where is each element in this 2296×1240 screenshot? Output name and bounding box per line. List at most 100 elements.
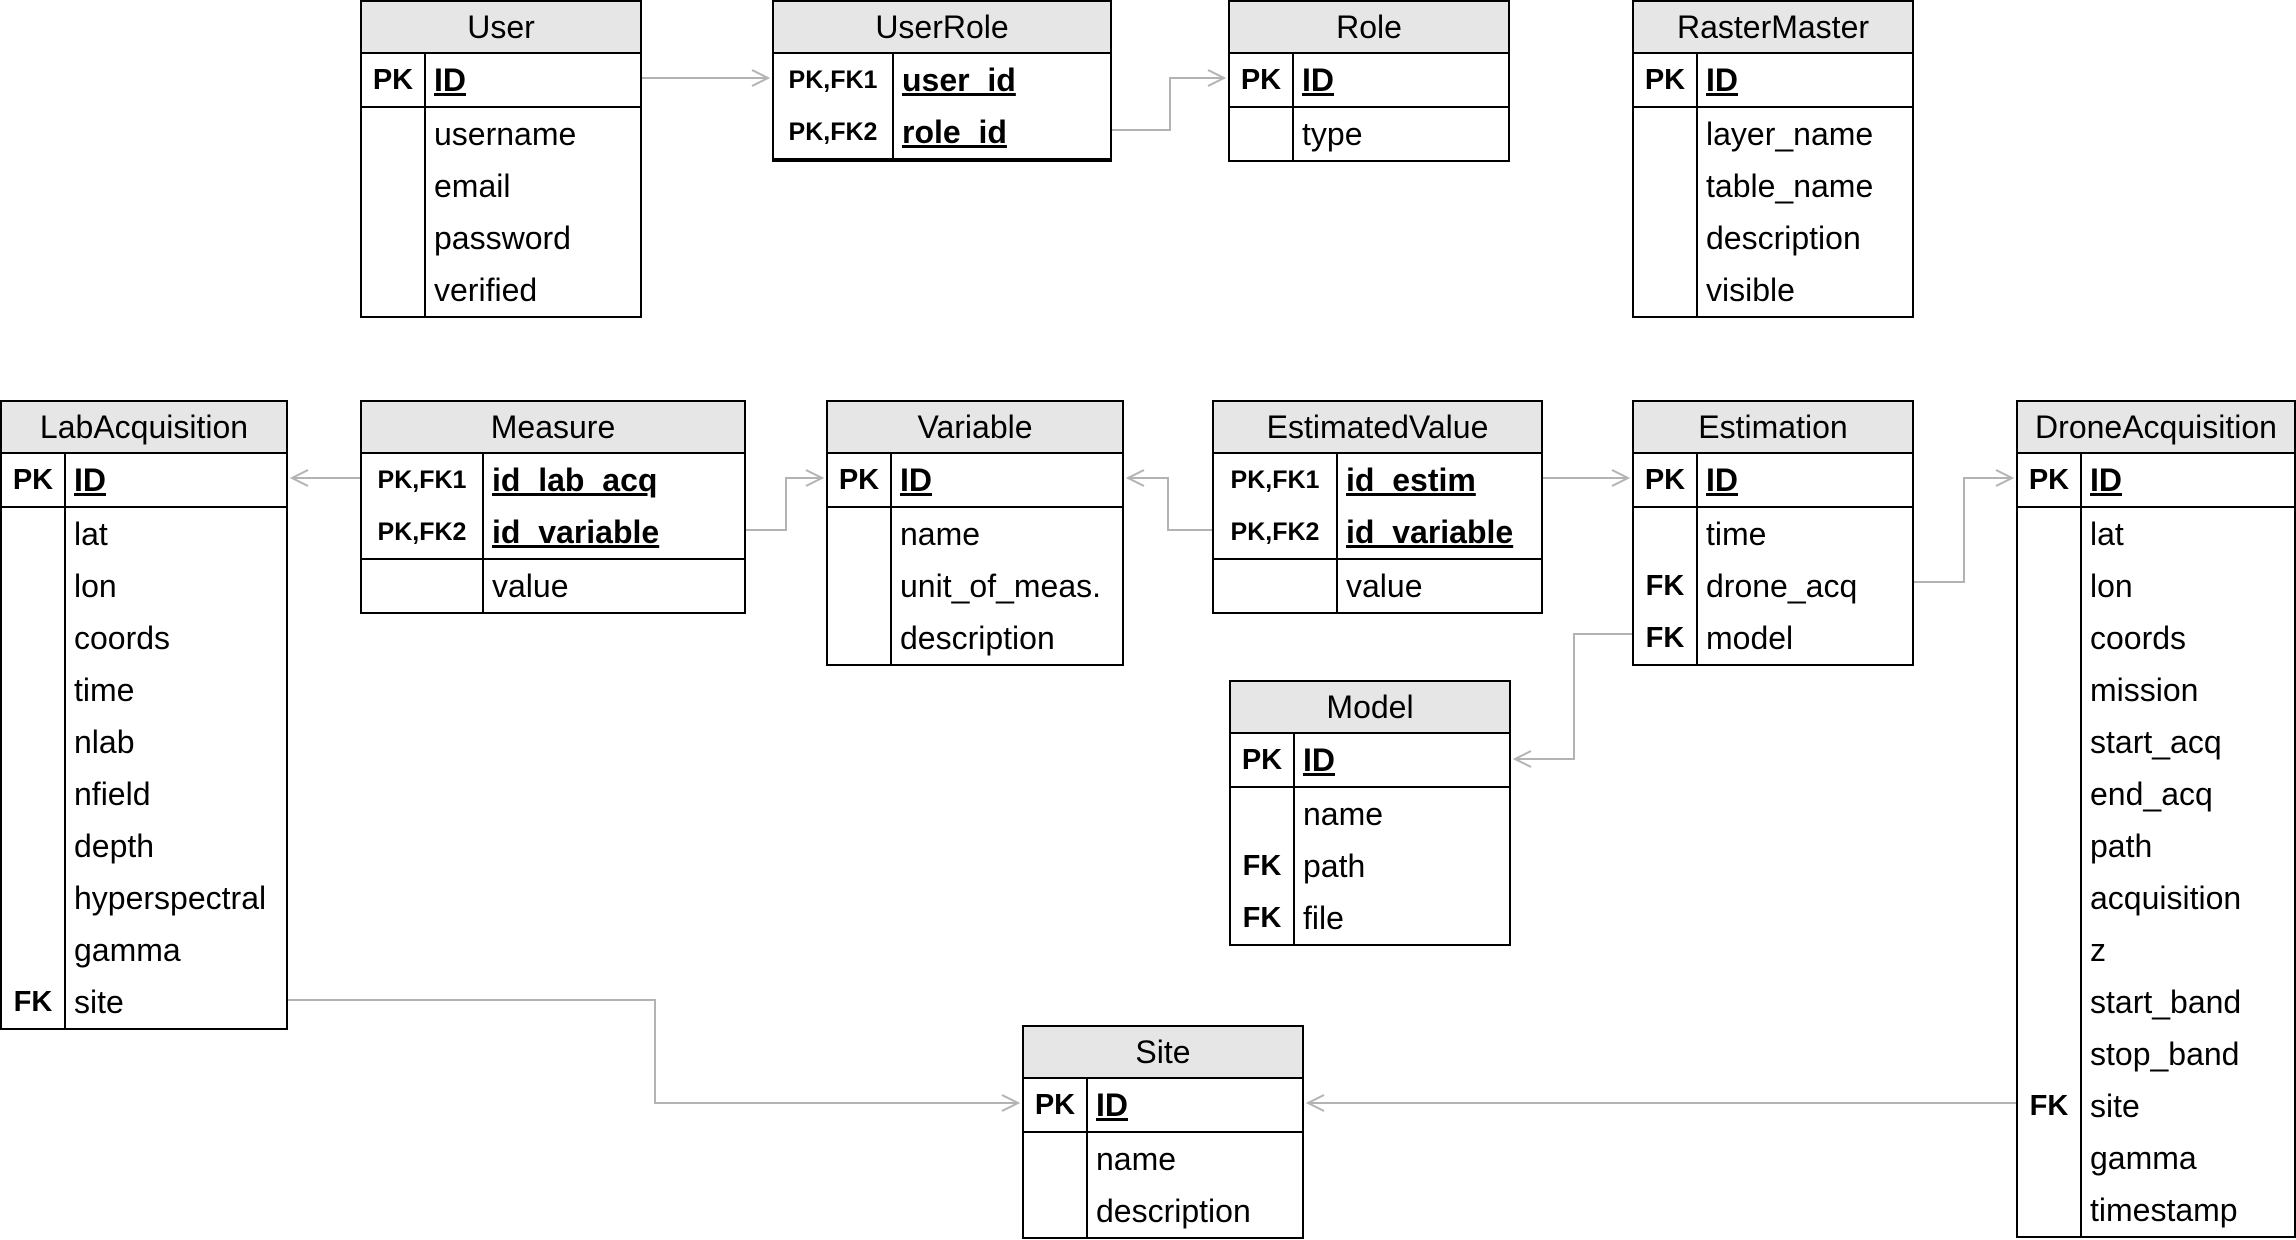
field-name: path: [1303, 848, 1366, 884]
entity-title: RasterMaster: [1634, 2, 1912, 54]
key-column-divider: [1230, 108, 1294, 160]
key-column-divider: [1024, 1133, 1088, 1237]
entity-field: name: [1231, 788, 1509, 840]
field-key: [2, 716, 64, 768]
field-key: [362, 160, 424, 212]
entity-field: depth: [2, 820, 286, 872]
entity-field: type: [1230, 108, 1508, 160]
field-name: visible: [1706, 272, 1795, 308]
field-key: [2018, 560, 2080, 612]
field-key: FK: [1645, 570, 1685, 602]
field-key: [2018, 508, 2080, 560]
entity-field: acquisition: [2018, 872, 2294, 924]
arrowhead-icon: [289, 469, 309, 487]
entity-field: stop_band: [2018, 1028, 2294, 1080]
field-name: time: [1706, 516, 1767, 552]
field-name: stop_band: [2090, 1036, 2240, 1072]
field-key: PK: [2028, 464, 2070, 496]
field-name: username: [434, 116, 577, 152]
field-key: [1024, 1185, 1086, 1237]
field-name: name: [900, 516, 981, 552]
field-key: [2, 508, 64, 560]
field-key: [2018, 1184, 2080, 1236]
key-column-divider: [362, 54, 426, 106]
entity-field: visible: [1634, 264, 1912, 316]
field-name: id_estim: [1346, 462, 1476, 498]
field-name: description: [1096, 1193, 1251, 1229]
field-key: [2018, 976, 2080, 1028]
field-name: gamma: [74, 932, 181, 968]
field-name: acquisition: [2090, 880, 2242, 916]
field-key: PK,FK1: [788, 66, 878, 94]
field-name: role_id: [902, 114, 1007, 150]
connector-estimatedvalue-to-variable: [1128, 477, 1212, 531]
field-name: type: [1302, 116, 1363, 152]
entity-title: Measure: [362, 402, 744, 454]
connector-labacquisition-to-site: [288, 999, 1018, 1104]
key-column-divider: [1231, 788, 1295, 944]
field-key: [2018, 872, 2080, 924]
entity-field: name: [828, 508, 1122, 560]
entity-field: time: [2, 664, 286, 716]
field-key: [2, 924, 64, 976]
entity-field: lon: [2, 560, 286, 612]
entity-field: description: [1024, 1185, 1302, 1237]
field-key: [2018, 768, 2080, 820]
arrowhead-icon: [805, 469, 825, 487]
connector-estimation-to-droneacquisition: [1914, 477, 2012, 583]
key-column-divider: [1024, 1079, 1088, 1131]
entity-field: value: [1214, 560, 1541, 612]
entity-field: hyperspectral: [2, 872, 286, 924]
entity-title: UserRole: [774, 2, 1110, 54]
field-name: email: [434, 168, 511, 204]
field-key: PK: [1241, 744, 1283, 776]
entity-title: Variable: [828, 402, 1122, 454]
field-key: [2018, 1028, 2080, 1080]
arrowhead-icon: [751, 69, 771, 87]
field-key: [362, 560, 482, 612]
entity-field: lon: [2018, 560, 2294, 612]
entity-field: table_name: [1634, 160, 1912, 212]
field-key: [1634, 108, 1696, 160]
field-key: [362, 108, 424, 160]
key-column-divider: [1634, 54, 1698, 106]
key-column-divider: [362, 560, 484, 612]
field-name: lat: [74, 516, 108, 552]
key-column-divider: [2, 508, 66, 1028]
field-name: description: [1706, 220, 1861, 256]
entity-field: timestamp: [2018, 1184, 2294, 1236]
entity-field: username: [362, 108, 640, 160]
arrowhead-icon: [1001, 1094, 1021, 1112]
field-name: id_variable: [1346, 514, 1514, 550]
key-column-divider: [774, 54, 894, 158]
field-key: [2018, 820, 2080, 872]
key-column-divider: [2, 454, 66, 506]
entity-field: description: [828, 612, 1122, 664]
field-key: PK: [1644, 464, 1686, 496]
field-key: PK: [1240, 64, 1282, 96]
entity-title: EstimatedValue: [1214, 402, 1541, 454]
key-column-divider: [1634, 508, 1698, 664]
field-name: ID: [900, 462, 932, 498]
entity-field: nlab: [2, 716, 286, 768]
connector-userrole-to-role: [1112, 77, 1224, 131]
key-column-divider: [1214, 454, 1338, 558]
